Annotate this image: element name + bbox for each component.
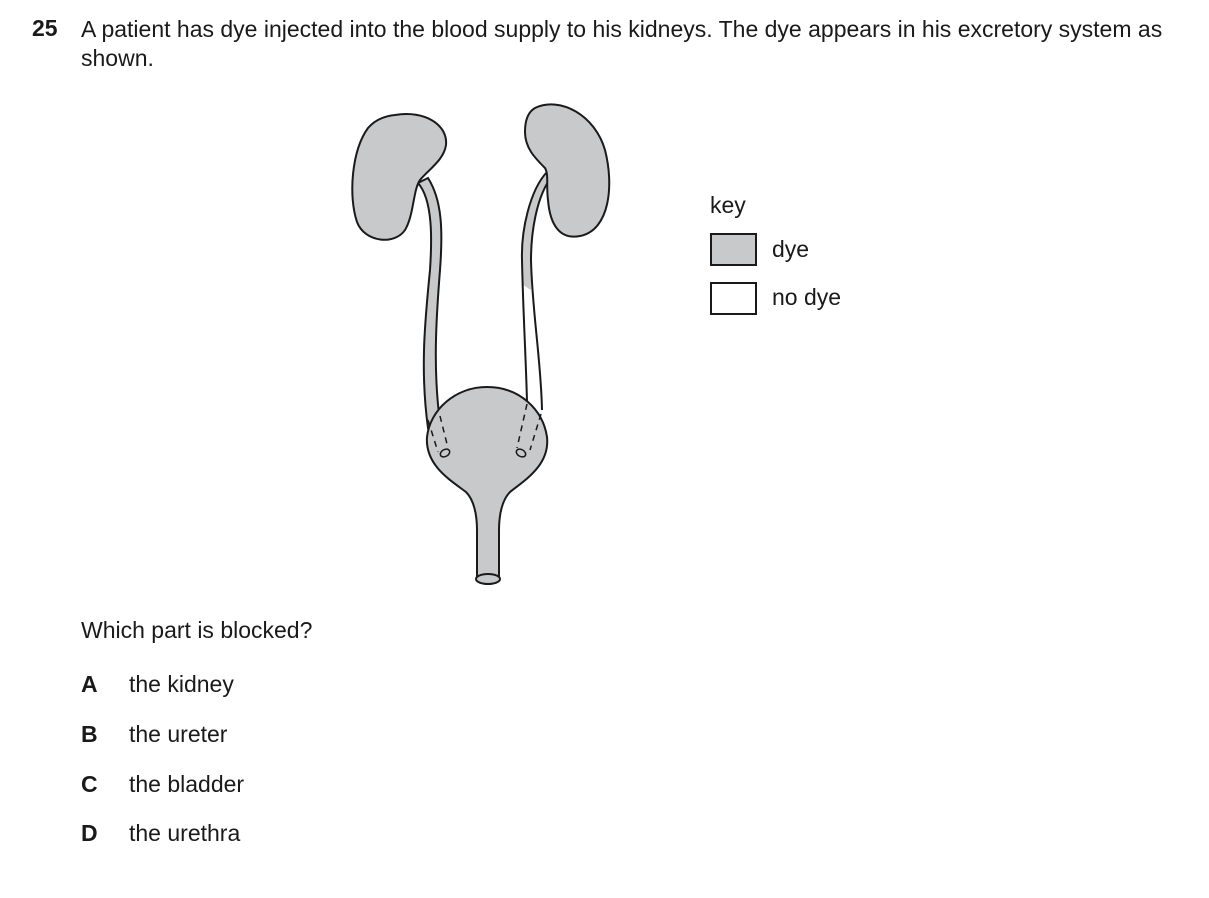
left-ureter-opening bbox=[439, 448, 451, 458]
question-text: A patient has dye injected into the bloo… bbox=[81, 16, 1163, 71]
option-c-text: the bladder bbox=[129, 771, 245, 797]
key-no-dye-label: no dye bbox=[772, 284, 842, 310]
urethra-opening bbox=[475, 573, 501, 585]
bladder bbox=[425, 385, 549, 579]
option-a-letter: A bbox=[81, 671, 98, 697]
left-ureter bbox=[416, 176, 443, 430]
option-b-letter: B bbox=[81, 721, 98, 747]
right-ureter-dashed bbox=[516, 403, 542, 451]
question-prompt: Which part is blocked? bbox=[81, 617, 313, 643]
right-ureter-opening bbox=[515, 448, 527, 458]
key-dye-swatch bbox=[710, 233, 757, 266]
option-b-text: the ureter bbox=[129, 721, 228, 747]
left-ureter-dashed bbox=[427, 415, 449, 453]
left-kidney bbox=[351, 113, 448, 241]
key-title: key bbox=[710, 192, 746, 218]
option-d-letter: D bbox=[81, 820, 98, 846]
right-kidney bbox=[523, 103, 611, 238]
option-a-text: the kidney bbox=[129, 671, 234, 697]
right-ureter-dyed bbox=[522, 170, 548, 290]
question-number: 25 bbox=[32, 15, 58, 41]
option-c-letter: C bbox=[81, 771, 98, 797]
right-ureter bbox=[520, 171, 549, 411]
option-d-text: the urethra bbox=[129, 820, 241, 846]
key-dye-label: dye bbox=[772, 236, 810, 262]
key-no-dye-swatch bbox=[710, 282, 757, 315]
